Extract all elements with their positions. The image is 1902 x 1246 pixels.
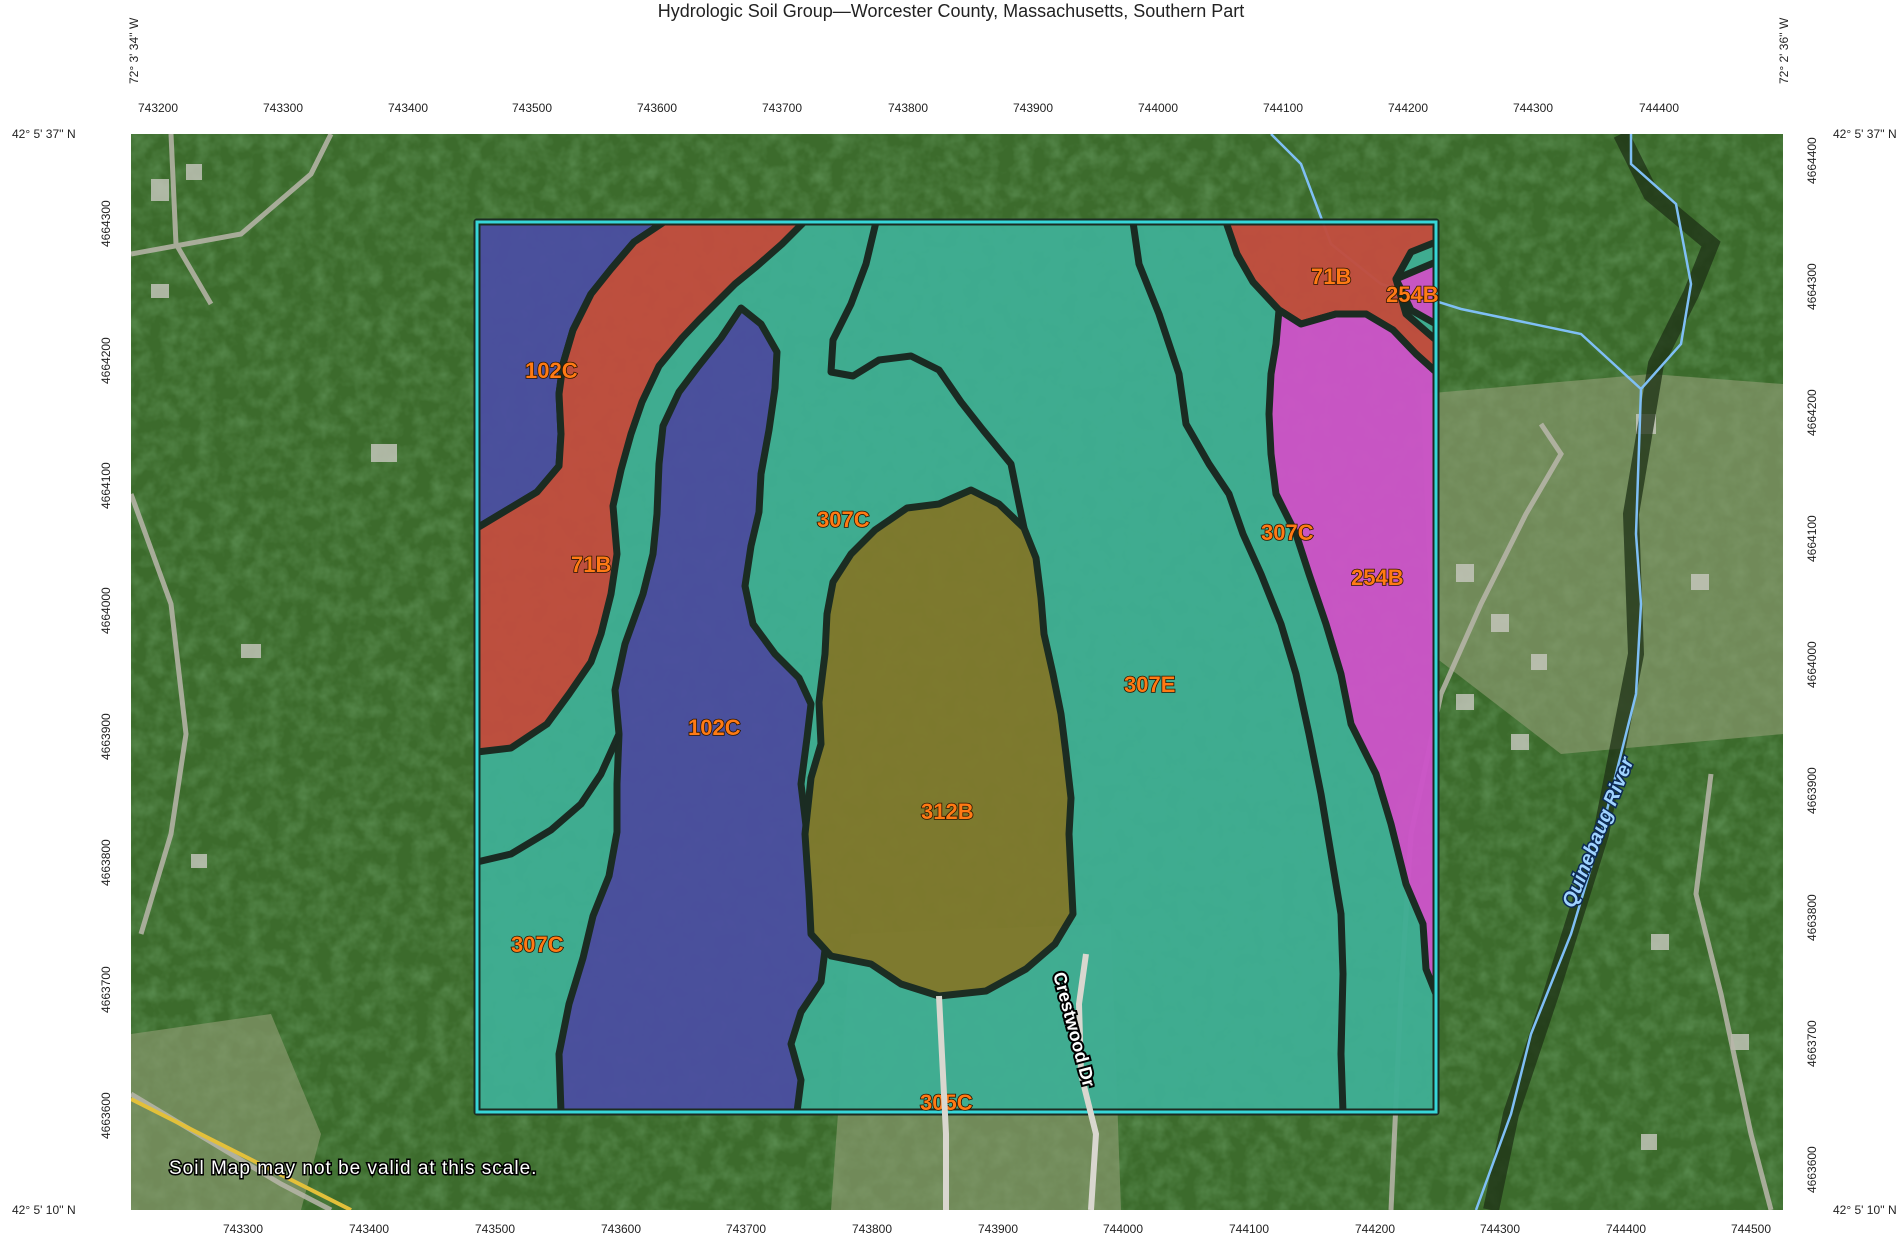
- northing-right-tick: 4663600: [1805, 1146, 1819, 1193]
- northing-right-tick: 4664200: [1805, 389, 1819, 436]
- easting-bottom-tick: 743900: [977, 1222, 1019, 1236]
- easting-top-tick: 744300: [1512, 101, 1554, 115]
- easting-top-tick: 743200: [137, 101, 179, 115]
- easting-top-tick: 743800: [887, 101, 929, 115]
- northing-right-tick: 4664300: [1805, 263, 1819, 310]
- easting-top-tick: 743700: [761, 101, 803, 115]
- unit-label-307c[interactable]: 307C: [1260, 519, 1314, 546]
- longitude-right: 72° 2' 36'' W: [1777, 17, 1791, 84]
- northing-right-tick: 4663700: [1805, 1020, 1819, 1067]
- northing-right-tick: 4664100: [1805, 515, 1819, 562]
- easting-bottom-tick: 743400: [348, 1222, 390, 1236]
- easting-top-tick: 744100: [1262, 101, 1304, 115]
- northing-right-tick: 4663900: [1805, 767, 1819, 814]
- easting-bottom-tick: 744000: [1102, 1222, 1144, 1236]
- unit-boundaries: [476, 221, 1347, 1113]
- soil-map[interactable]: 102C 71B 307C 102C 312B 307E 307C 71B 25…: [131, 134, 1783, 1210]
- easting-top-tick: 744000: [1137, 101, 1179, 115]
- northing-left-tick: 4663600: [99, 1092, 113, 1139]
- crestwood-dr-road: [936, 995, 949, 1210]
- unit-label-307c[interactable]: 307C: [510, 931, 564, 958]
- scale-note: Soil Map may not be valid at this scale.: [169, 1158, 537, 1179]
- northing-left-tick: 4664200: [99, 337, 113, 384]
- northing-left-tick: 4663900: [99, 713, 113, 760]
- northing-left-tick: 4663700: [99, 966, 113, 1013]
- map-unit-labels: 102C 71B 307C 102C 312B 307E 307C 71B 25…: [510, 263, 1439, 1116]
- highway: [131, 1097, 352, 1210]
- unit-label-254b[interactable]: 254B: [1350, 564, 1404, 591]
- easting-top-tick: 743300: [262, 101, 304, 115]
- northing-left-tick: 4664300: [99, 200, 113, 247]
- unit-label-102c[interactable]: 102C: [687, 714, 741, 741]
- easting-bottom-tick: 743800: [851, 1222, 893, 1236]
- easting-top-tick: 744400: [1638, 101, 1680, 115]
- northing-right-tick: 4664000: [1805, 641, 1819, 688]
- unit-label-312b[interactable]: 312B: [920, 798, 974, 825]
- unit-label-307c[interactable]: 307C: [816, 506, 870, 533]
- area-of-interest-border: [475, 220, 1438, 1114]
- corner-lat-bottom-right: 42° 5' 10'' N: [1833, 1203, 1897, 1217]
- corner-lat-bottom-left: 42° 5' 10'' N: [12, 1203, 76, 1217]
- easting-bottom-tick: 744200: [1354, 1222, 1396, 1236]
- local-roads: [131, 134, 1774, 1210]
- map-title: Hydrologic Soil Group—Worcester County, …: [657, 1, 1245, 21]
- easting-bottom-tick: 743700: [725, 1222, 767, 1236]
- easting-top-tick: 743900: [1012, 101, 1054, 115]
- northing-left-tick: 4664000: [99, 587, 113, 634]
- northing-left-tick: 4664100: [99, 462, 113, 509]
- longitude-left: 72° 3' 34'' W: [127, 17, 141, 84]
- easting-top-tick: 743400: [387, 101, 429, 115]
- northing-left-tick: 4663800: [99, 839, 113, 886]
- easting-bottom-tick: 744100: [1228, 1222, 1270, 1236]
- unit-label-254b[interactable]: 254B: [1385, 281, 1439, 308]
- easting-bottom-tick: 743500: [474, 1222, 516, 1236]
- easting-top-tick: 744200: [1387, 101, 1429, 115]
- easting-bottom-tick: 743300: [222, 1222, 264, 1236]
- unit-label-102c[interactable]: 102C: [524, 357, 578, 384]
- northing-right-tick: 4663800: [1805, 894, 1819, 941]
- crestwood-dr-road-south: [1075, 953, 1100, 1210]
- easting-bottom-tick: 744500: [1730, 1222, 1772, 1236]
- unit-label-71b[interactable]: 71B: [570, 551, 612, 578]
- unit-label-71b[interactable]: 71B: [1310, 263, 1352, 290]
- easting-bottom-tick: 744300: [1479, 1222, 1521, 1236]
- unit-label-307e[interactable]: 307E: [1123, 671, 1176, 698]
- easting-top-tick: 743500: [511, 101, 553, 115]
- soil-polygons: [473, 218, 1440, 1116]
- easting-bottom-tick: 743600: [600, 1222, 642, 1236]
- corner-lat-top-left: 42° 5' 37'' N: [12, 127, 76, 141]
- easting-bottom-tick: 744400: [1605, 1222, 1647, 1236]
- river-channel: [1483, 134, 1721, 1210]
- easting-top-tick: 743600: [636, 101, 678, 115]
- corner-lat-top-right: 42° 5' 37'' N: [1833, 127, 1897, 141]
- northing-right-tick: 4664400: [1805, 137, 1819, 184]
